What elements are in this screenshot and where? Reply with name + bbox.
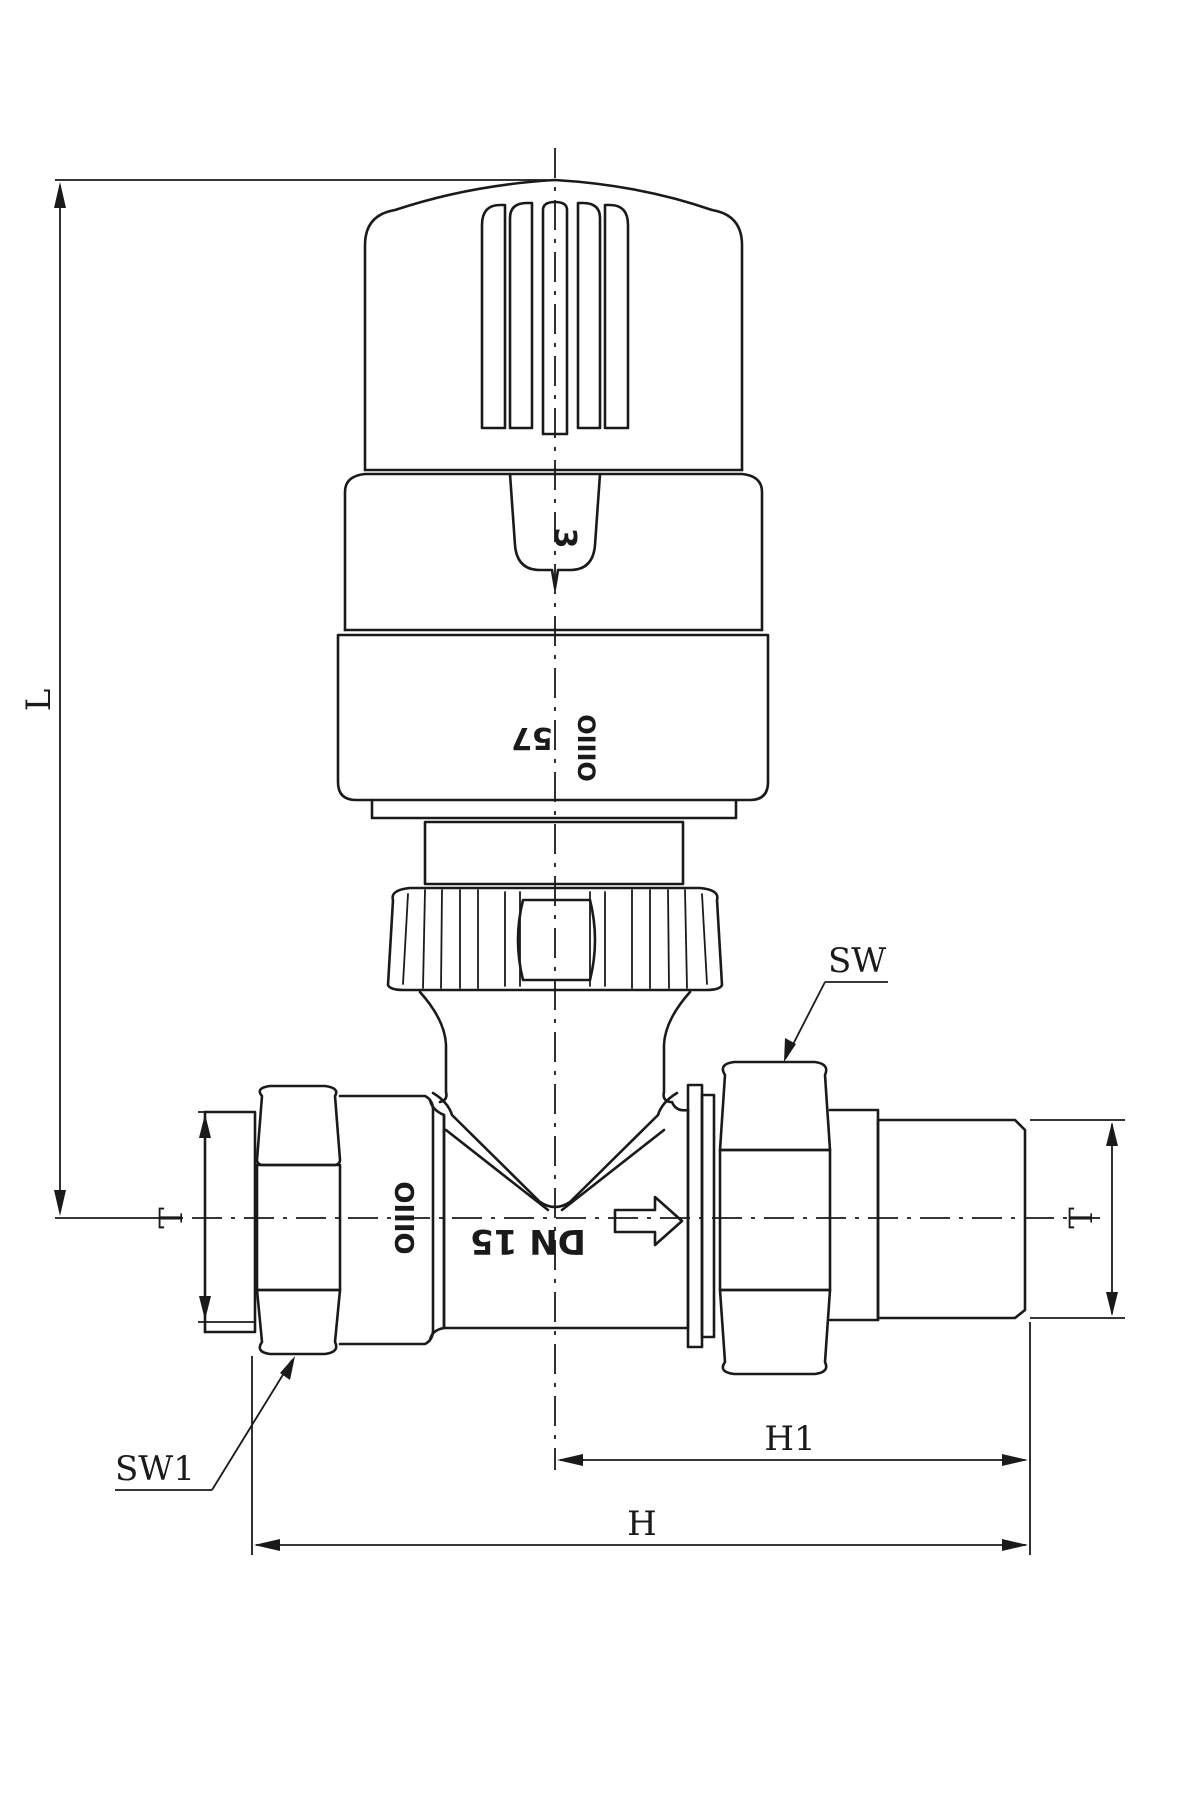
dial-symbol: 3 [547,528,582,549]
dimension-T-right [1030,1119,1125,1319]
head-brand-marking: OIIIO [572,714,600,782]
dimension-H-label: H [627,1504,657,1544]
dimension-H [251,1356,1028,1555]
valve-body [428,1083,716,1349]
flow-arrow [613,1195,684,1247]
dimension-T-right-label: T [1062,1207,1100,1229]
dimension-T-left [198,1111,255,1323]
knurled-nut [386,886,724,992]
grip-ribs [480,200,630,436]
head-neck [423,820,685,886]
dimension-L [54,179,548,1219]
leader-SW1-label: SW1 [115,1449,195,1489]
right-coupling [718,1060,1027,1376]
head-size-marking: 57 [511,720,553,755]
dimension-L-label: L [19,689,59,712]
leader-SW [784,981,888,1062]
thermostat-lower-body [336,633,770,820]
thermostat-dial-band [343,472,764,632]
dimension-H1 [557,1322,1031,1555]
body-marking: DN 15 [470,1221,586,1261]
leader-SW-label: SW [828,941,886,981]
thermostat-cap [363,178,744,472]
dimension-H1-label: H1 [764,1419,815,1459]
dimension-T-left-label: T [152,1207,190,1229]
